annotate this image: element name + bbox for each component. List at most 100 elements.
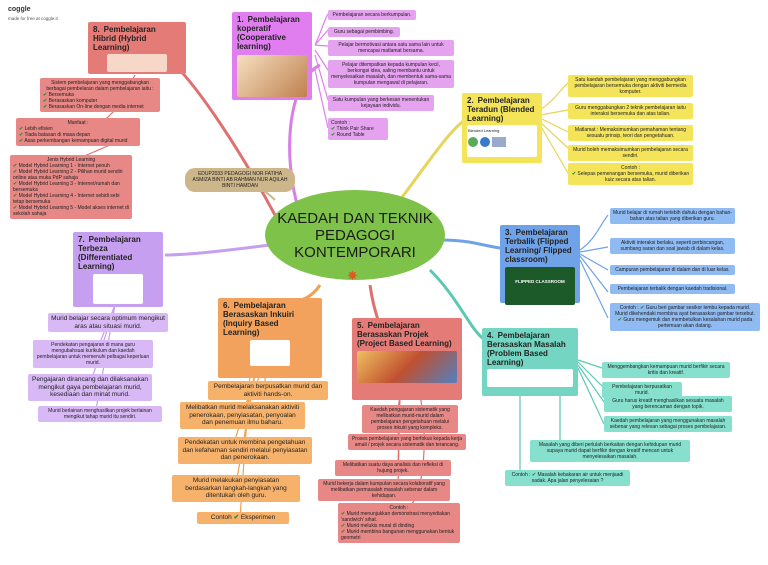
topic-3-title: Pembelajaran Terbalik (Flipped Learning/…	[505, 228, 572, 264]
t4-example[interactable]: Contoh : ✔ Masalah kebakaran air untuk m…	[505, 470, 630, 486]
central-topic[interactable]: KAEDAH DAN TEKNIK PEDAGOGI KONTEMPORARI	[265, 190, 445, 280]
t4-example-label: Contoh :	[511, 472, 531, 478]
t8-leaf-5: Manfaat :	[67, 120, 89, 126]
t1-leaf-3[interactable]: Pelajar bermotivasi antara satu sama lai…	[328, 40, 454, 56]
check-icon: ✔	[341, 511, 346, 517]
check-icon: ✔	[13, 193, 18, 199]
check-icon: ✔	[19, 132, 24, 138]
t5-example[interactable]: Contoh : ✔ Murid menunjukkan demonstrasi…	[338, 503, 460, 543]
t6-example[interactable]: Contoh ✔ Eksperimen	[197, 512, 289, 524]
topic-7-image	[93, 274, 143, 304]
t7-leaf-1[interactable]: Murid belajar secara optimum mengikut ar…	[48, 313, 168, 332]
topic-6-title: Pembelajaran Berasaskan Inkuiri (Inquiry…	[223, 301, 295, 337]
t4-leaf-2[interactable]: Pembelajaran berpusatkan murid.	[602, 382, 682, 398]
check-icon: ✔	[13, 205, 18, 211]
t3-example-2: Guru mengemuk dan membetulkan kesalahan …	[623, 317, 753, 329]
check-icon: ✔	[13, 163, 18, 169]
check-icon: ✔	[13, 181, 18, 187]
t2-leaf-3[interactable]: Matlamat : Memaksimumkan pemahaman tenta…	[568, 125, 693, 141]
star-icon: ✸	[347, 268, 358, 283]
t5-leaf-3[interactable]: Melibatkan suatu daya analisis dan refle…	[335, 460, 451, 476]
t8-group-2[interactable]: Manfaat : ✔ Lebih efisien ✔ Tiada batasa…	[16, 118, 140, 146]
check-icon: ✔	[640, 305, 645, 311]
t8-leaf-13: Model Hybrid Learning 4 - Internet sebid…	[13, 193, 120, 205]
check-icon: ✔	[13, 169, 18, 175]
t4-leaf-4[interactable]: Kaedah pembelajaran yang menggunakan mas…	[604, 416, 732, 432]
topic-6-image	[250, 340, 290, 366]
t8-leaf-1: Sistem pembelajaran yang menggabungkan b…	[46, 80, 154, 92]
t6-leaf-1[interactable]: Pembelajaran berpusatkan murid dan aktiv…	[208, 381, 328, 400]
t5-example-2: Murid melukis mural di dinding	[346, 523, 415, 529]
t8-leaf-11: Model Hybrid Learning 2 - Pilihan murid …	[13, 169, 123, 181]
t3-example[interactable]: Contoh : ✔ Guru beri gambar sesikor lemb…	[610, 303, 760, 331]
t1-example-1: Think Pair Share	[336, 126, 374, 132]
topic-1-cooperative-learning[interactable]: 1.Pembelajaran koperatif (Cooperative le…	[232, 12, 312, 100]
t2-example-1: Selepas pemenangan bersemuka, murid dibe…	[577, 171, 690, 183]
t4-leaf-5[interactable]: Masalah yang diberi perlulah berkaitan d…	[530, 440, 690, 462]
t8-leaf-10: Model Hybrid Learning 1 - Internet penuh	[18, 163, 110, 169]
topic-4-problem-based-learning[interactable]: 4.Pembelajaran Berasaskan Masalah (Probl…	[482, 328, 578, 396]
t2-example[interactable]: Contoh : ✔ Selepas pemenangan bersemuka,…	[568, 163, 693, 185]
topic-7-differentiated-learning[interactable]: 7.Pembelajaran Terbeza (Differentiated L…	[73, 232, 163, 307]
topic-7-title: Pembelajaran Terbeza (Differentiated Lea…	[78, 235, 141, 271]
t2-leaf-1[interactable]: Satu kaedah pembelajaran yang menggabung…	[568, 75, 693, 97]
t6-leaf-2[interactable]: Melibatkan murid melaksanakan aktiviti p…	[180, 402, 305, 429]
t7-leaf-2[interactable]: Pendekatan pengajaran di mana guru mengu…	[33, 340, 153, 368]
t1-leaf-1[interactable]: Pembelajaran secara berkumpulan.	[328, 10, 416, 20]
t1-leaf-4[interactable]: Pelajar ditempatkan kepada kumpulan keci…	[328, 60, 454, 88]
t3-example-1: Guru beri gambar sesikor lembu kepada mu…	[615, 305, 755, 317]
t2-example-label: Contoh :	[621, 165, 640, 171]
topic-1-number: 1.	[237, 15, 244, 24]
t5-leaf-4[interactable]: Murid bekerja dalam kumpulan secara kola…	[318, 479, 450, 501]
brand-name: coggle	[8, 6, 31, 13]
t5-leaf-2[interactable]: Proses pembelajaran yang berfokus kepada…	[348, 434, 466, 450]
t7-leaf-4[interactable]: Murid berlainan menghasilkan projek berl…	[38, 406, 162, 422]
t8-leaf-7: Tiada batasan di masa depan	[24, 132, 91, 138]
brand-tagline: made for free at coggle.it	[8, 16, 58, 21]
t1-leaf-2[interactable]: Guru sebagai pembimbing.	[328, 27, 400, 37]
topic-8-hybrid-learning[interactable]: 8.Pembelajaran Hibrid (Hybrid Learning)	[88, 22, 186, 74]
t8-leaf-3: Berasaskan komputer	[48, 98, 98, 104]
t1-example[interactable]: Contoh : ✔ Think Pair Share ✔ Round Tabl…	[328, 118, 388, 140]
t1-leaf-5[interactable]: Satu kumpulan yang berkesan menentukan k…	[328, 95, 434, 111]
check-icon: ✔	[341, 523, 346, 529]
t7-leaf-3[interactable]: Pengajaran dirancang dan dilaksanakan me…	[28, 374, 152, 401]
t3-leaf-4[interactable]: Pembelajaran terbalik dengan kaedah trad…	[610, 284, 735, 294]
check-icon: ✔	[19, 138, 24, 144]
t2-leaf-2[interactable]: Guru menggabungkan 2 teknik pembelajaran…	[568, 103, 693, 119]
central-title: KAEDAH DAN TEKNIK PEDAGOGI KONTEMPORARI	[277, 209, 433, 261]
check-icon: ✔	[331, 126, 336, 132]
t6-leaf-4[interactable]: Murid melakukan penyiasatan berdasarkan …	[172, 475, 300, 502]
topic-5-number: 5.	[357, 321, 364, 330]
topic-2-number: 2.	[467, 96, 474, 105]
t3-leaf-3[interactable]: Campuran pembelajaran di dalam dan di lu…	[610, 265, 735, 275]
t5-example-label: Contoh :	[389, 505, 409, 511]
t8-group-1[interactable]: Sistem pembelajaran yang menggabungkan b…	[40, 78, 160, 112]
topic-6-number: 6.	[223, 301, 230, 310]
topic-2-blended-learning[interactable]: 2.Pembelajaran Teradun (Blended Learning…	[462, 93, 542, 163]
check-icon: ✔	[43, 92, 48, 98]
topic-2-title: Pembelajaran Teradun (Blended Learning)	[467, 96, 535, 123]
t3-leaf-2[interactable]: Aktiviti interaksi berlaku, seperti perb…	[610, 238, 735, 254]
t4-leaf-3[interactable]: Guru harus kreatif menghasilkan sesuatu …	[604, 396, 732, 412]
t4-example-1: Masalah kebakaran air untuk menjaadi sad…	[531, 472, 624, 484]
topic-2-image: Blended Learning	[467, 125, 537, 157]
topic-5-project-based-learning[interactable]: 5.Pembelajaran Berasaskan Projek (Projec…	[352, 318, 462, 400]
topic-6-inquiry-based-learning[interactable]: 6.Pembelajaran Berasaskan Inkuiri (Inqui…	[218, 298, 322, 378]
t5-leaf-1[interactable]: Kaedah pengajaran sistematik yang meliba…	[362, 405, 458, 433]
t8-group-3[interactable]: Jenis Hybrid Learning ✔ Model Hybrid Lea…	[10, 155, 132, 219]
check-icon: ✔	[19, 126, 24, 132]
topic-8-image	[107, 54, 167, 72]
t6-leaf-3[interactable]: Pendekatan untuk membina pengetahuan dan…	[178, 437, 312, 464]
t6-example-1: Eksperimen	[240, 514, 276, 521]
t3-example-label: Contoh :	[619, 305, 639, 311]
check-icon: ✔	[233, 514, 240, 521]
t1-example-2: Round Table	[336, 132, 365, 138]
t8-leaf-8: Asas perkembangan kemampuan digital muri…	[24, 138, 128, 144]
t4-leaf-1[interactable]: Menggembangkan kemampuan murid berfikir …	[602, 362, 730, 378]
topic-3-flipped-learning[interactable]: 3.Pembelajaran Terbalik (Flipped Learnin…	[500, 225, 580, 305]
topic-4-number: 4.	[487, 331, 494, 340]
t3-leaf-1[interactable]: Murid belajar di rumah terlebih dahulu d…	[610, 208, 735, 224]
t2-leaf-4[interactable]: Murid boleh memaksimumkan pembelajaran s…	[568, 145, 693, 161]
topic-8-number: 8.	[93, 25, 100, 34]
